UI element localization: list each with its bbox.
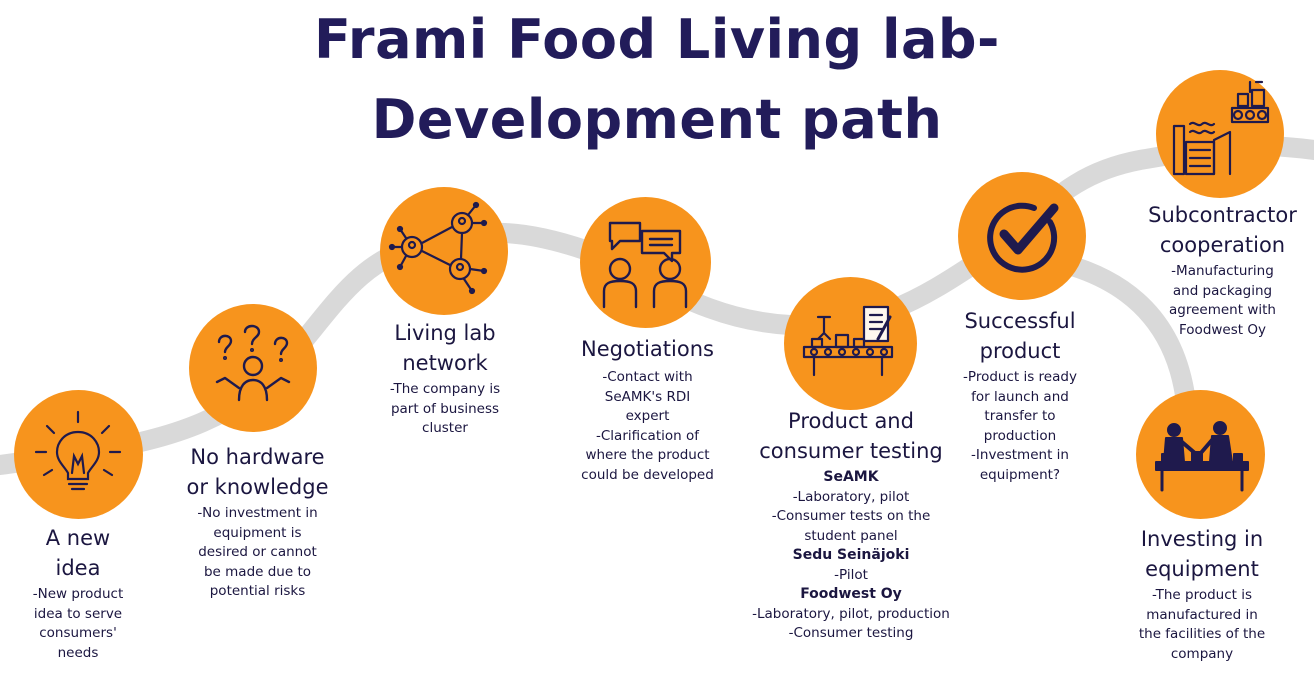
workers-icon (1155, 421, 1249, 492)
step-product-testing-text: SeAMK-Laboratory, pilot-Consumer tests o… (752, 469, 950, 641)
subcontractor-circle (1156, 70, 1284, 198)
step-negotiations-heading: Negotiations (581, 337, 714, 361)
testing-circle (784, 277, 917, 410)
confused-person-icon (215, 324, 291, 402)
network-icon (388, 201, 488, 295)
success-circle (958, 172, 1086, 300)
conversation-icon (602, 221, 688, 309)
idea-circle (14, 390, 143, 519)
checkmark-icon (987, 202, 1059, 273)
page-title-line-2: Development path (371, 88, 943, 151)
living-lab-circle (380, 187, 508, 315)
production-line-icon (802, 305, 894, 377)
lightbulb-icon (34, 410, 122, 491)
no-hardware-circle (189, 304, 317, 432)
negotiations-circle (580, 197, 711, 328)
investing-circle (1136, 390, 1265, 519)
factory-icon (1172, 80, 1270, 176)
page-title-line-1: Frami Food Living lab- (314, 8, 1000, 71)
